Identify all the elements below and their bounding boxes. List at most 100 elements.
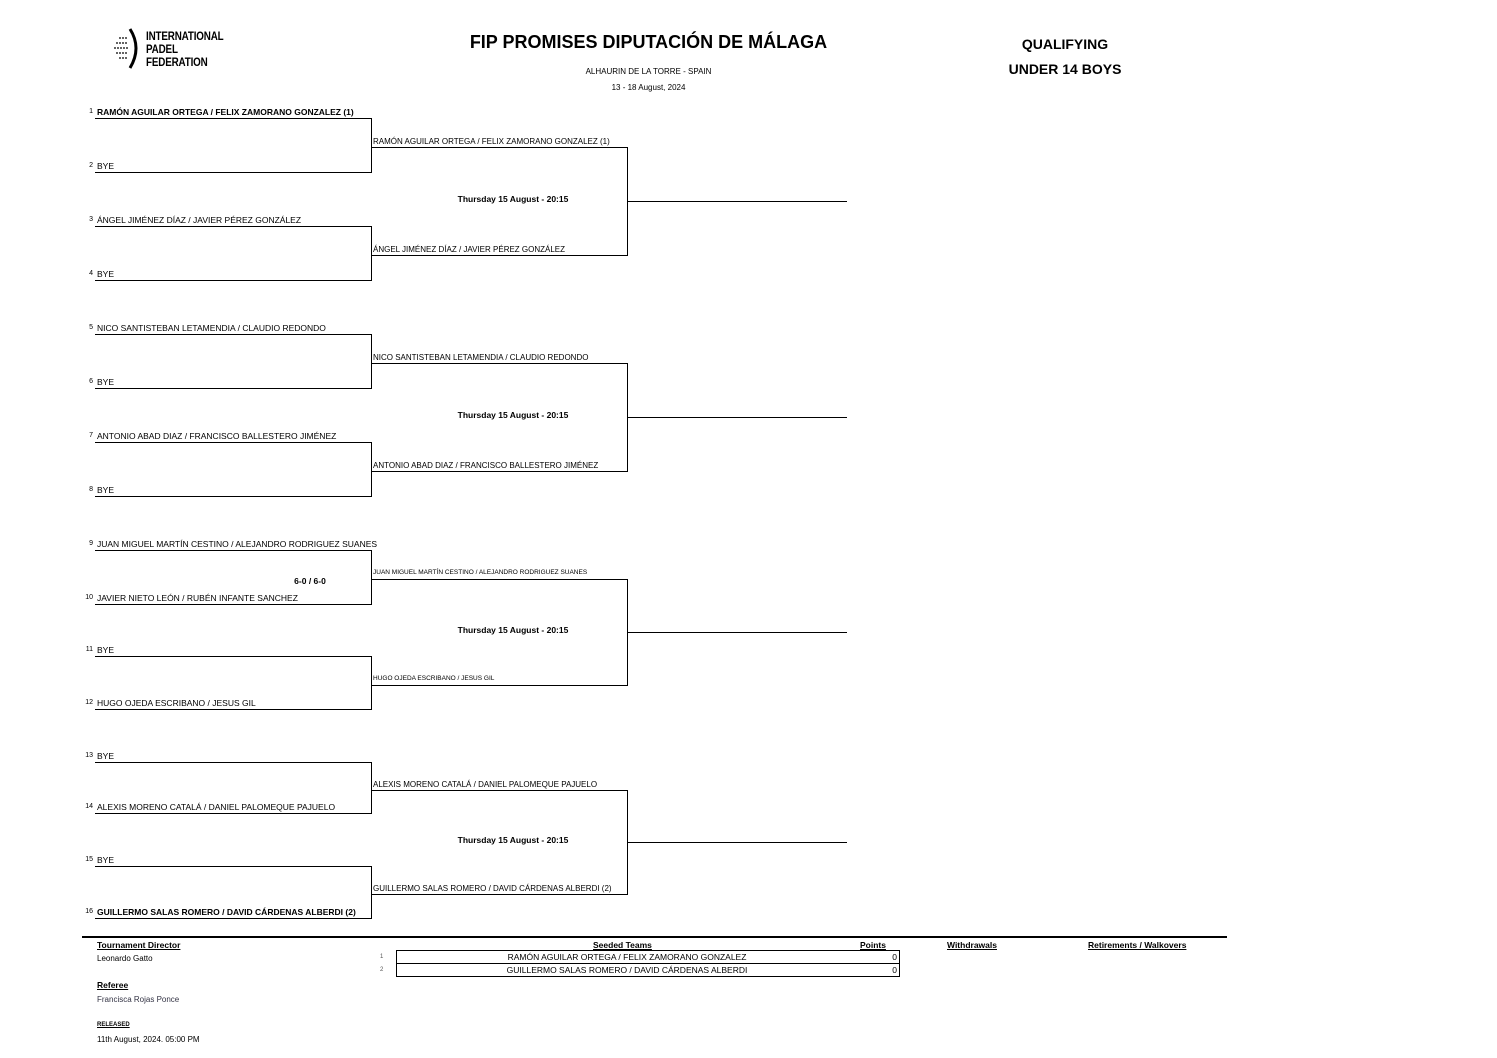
round2-name: NICO SANTISTEBAN LETAMENDIA / CLAUDIO RE… [373,353,589,362]
points-label: Points [860,940,886,950]
entry-name: BYE [97,485,115,495]
entry-line [95,496,372,497]
round2-name: JUAN MIGUEL MARTÍN CESTINO / ALEJANDRO R… [373,569,588,576]
entry-number: 6 [89,378,93,385]
match-connector [371,762,372,813]
match-connector [371,226,372,280]
round2-line [371,363,628,364]
entry-line [95,813,372,814]
entry-number: 4 [89,270,93,277]
tournament-dates: 13 - 18 August, 2024 [611,83,686,92]
entry-line [95,442,372,443]
seeded-teams-label: Seeded Teams [593,940,652,950]
match-connector [371,866,372,918]
round2-name: HUGO OJEDA ESCRIBANO / JESUS GIL [373,675,495,682]
round3-line [627,201,847,202]
entry-name: BYE [97,751,115,761]
entry-name: GUILLERMO SALAS ROMERO / DAVID CÁRDENAS … [97,907,356,917]
entry-number: 8 [89,486,93,493]
entry-number: 15 [85,856,93,863]
entry-line [95,604,372,605]
logo-line: FEDERATION [146,54,208,69]
match-score: 6-0 / 6-0 [294,576,326,586]
entry-line [95,550,372,551]
fip-logo-icon [114,28,138,69]
released-label: RELEASED [97,1022,130,1028]
match-schedule: Thursday 15 August - 20:15 [457,625,569,635]
referee-label: Referee [97,980,129,990]
round3-line [627,417,847,418]
director-label: Tournament Director [97,940,181,950]
match-connector [371,118,372,172]
entry-number: 7 [89,432,93,439]
entry-line [95,762,372,763]
entry-number: 3 [89,216,93,223]
round2-line [371,894,628,895]
entry-name: RAMÓN AGUILAR ORTEGA / FELIX ZAMORANO GO… [97,107,354,117]
entry-name: BYE [97,645,115,655]
match-schedule: Thursday 15 August - 20:15 [457,835,569,845]
entry-line [95,334,372,335]
entry-name: BYE [97,161,115,171]
draw-stage: QUALIFYING [1021,36,1109,52]
seed-points: 0 [892,965,897,975]
entry-line [95,918,372,919]
entry-number: 14 [85,803,93,810]
round2-line [371,147,628,148]
entry-name: ALEXIS MORENO CATALÁ / DANIEL PALOMEQUE … [97,802,336,812]
round2-name: ALEXIS MORENO CATALÁ / DANIEL PALOMEQUE … [373,780,598,789]
entry-name: HUGO OJEDA ESCRIBANO / JESUS GIL [97,698,256,708]
released-date: 11th August, 2024. 05:00 PM [97,1035,200,1044]
logo-line: INTERNATIONAL [146,28,224,43]
round3-line [627,842,847,843]
entry-number: 10 [85,594,93,601]
match-connector [371,656,372,709]
seed-number: 1 [380,954,384,960]
entry-name: BYE [97,269,115,279]
director-name: Leonardo Gatto [97,954,153,963]
entry-line [95,280,372,281]
entry-line [95,172,372,173]
referee-name: Francisca Rojas Ponce [97,995,180,1004]
entry-name: JAVIER NIETO LEÓN / RUBÉN INFANTE SANCHE… [97,593,298,603]
entry-line [95,709,372,710]
round2-name: ANTONIO ABAD DIAZ / FRANCISCO BALLESTERO… [373,461,599,470]
entry-name: ANTONIO ABAD DIAZ / FRANCISCO BALLESTERO… [97,431,337,441]
entry-line [95,118,372,119]
retirements-label: Retirements / Walkovers [1088,940,1187,950]
match-connector [371,550,372,604]
round3-line [627,632,847,633]
round2-line [371,790,628,791]
entry-name: BYE [97,377,115,387]
tournament-location: ALHAURIN DE LA TORRE - SPAIN [585,67,712,76]
entry-number: 1 [89,108,93,115]
entry-number: 16 [85,908,93,915]
round2-name: RAMÓN AGUILAR ORTEGA / FELIX ZAMORANO GO… [373,137,610,146]
entry-number: 12 [85,699,93,706]
withdrawals-label: Withdrawals [947,940,997,950]
entry-line [95,866,372,867]
round2-line [371,471,628,472]
entry-line [95,388,372,389]
match-connector [371,442,372,496]
round2-name: ÁNGEL JIMÉNEZ DÍAZ / JAVIER PÉREZ GONZÁL… [373,245,566,254]
round2-line [371,579,628,580]
seed-number: 2 [380,967,384,973]
match-schedule: Thursday 15 August - 20:15 [457,194,569,204]
seed-points: 0 [892,952,897,962]
entry-name: NICO SANTISTEBAN LETAMENDIA / CLAUDIO RE… [97,323,326,333]
seeded-teams-table: RAMÓN AGUILAR ORTEGA / FELIX ZAMORANO GO… [396,950,900,977]
match-schedule: Thursday 15 August - 20:15 [457,410,569,420]
entry-number: 9 [89,540,93,547]
entry-number: 5 [89,324,93,331]
draw-category: UNDER 14 BOYS [1008,61,1122,77]
round2-name: GUILLERMO SALAS ROMERO / DAVID CÁRDENAS … [373,884,612,893]
entry-number: 13 [85,752,93,759]
round2-line [371,685,628,686]
match-connector [371,334,372,388]
seed-row: RAMÓN AGUILAR ORTEGA / FELIX ZAMORANO GO… [397,951,899,964]
fip-logo: INTERNATIONAL PADEL FEDERATION [112,26,241,72]
entry-number: 11 [85,646,93,653]
entry-name: BYE [97,855,115,865]
footer-divider [82,936,1227,938]
